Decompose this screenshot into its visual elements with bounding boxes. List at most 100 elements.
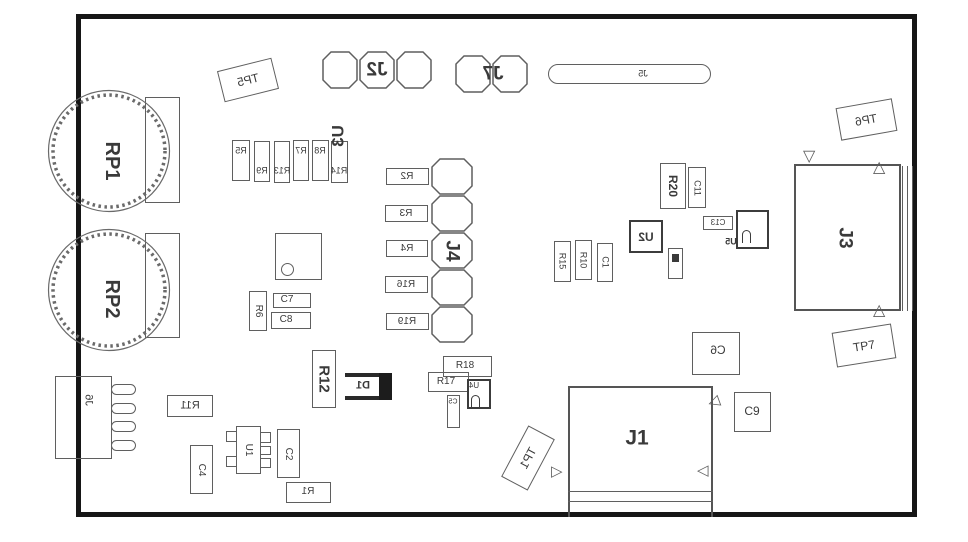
- label-c2: C2: [283, 447, 294, 461]
- component-c2: [277, 429, 300, 478]
- label-j2: J2: [366, 59, 388, 81]
- j6-pin: [111, 384, 136, 395]
- label-r14: R14: [330, 165, 348, 176]
- label-r4: R4: [400, 243, 414, 254]
- component-r5: [232, 140, 250, 181]
- component-c13: [703, 216, 733, 230]
- label-rp1: RP1: [101, 141, 123, 181]
- u5-case-mark-icon: [742, 230, 751, 243]
- label-u1: U1: [243, 443, 254, 457]
- component-c6: [692, 332, 740, 375]
- component-j2: [322, 51, 432, 89]
- label-tp7: TP7: [852, 337, 876, 355]
- component-r9: [254, 141, 270, 182]
- component-u4: [467, 379, 491, 409]
- u1-pin: [260, 458, 271, 468]
- component-r20: [660, 163, 686, 209]
- component-r12: [312, 350, 336, 408]
- component-r8: [312, 140, 329, 181]
- component-u5: [736, 210, 769, 249]
- j3-pin-triangle-icon: △: [873, 159, 886, 176]
- component-r6: [249, 291, 267, 331]
- j1-pin-triangle-icon: ◁: [697, 462, 709, 479]
- label-c13: C13: [710, 218, 726, 227]
- label-r10: R10: [578, 251, 589, 269]
- component-c1: [597, 243, 613, 282]
- component-rp2-body: [145, 233, 180, 338]
- label-j4: J4: [441, 240, 463, 262]
- u1-pin: [260, 432, 271, 443]
- pin1-dot-icon: [281, 263, 294, 276]
- label-r19: R19: [397, 316, 417, 327]
- label-c6: C6: [710, 343, 726, 357]
- component-r19: [386, 313, 429, 330]
- component-c9: [734, 392, 771, 432]
- component-j5: [548, 64, 711, 84]
- component-r16: [385, 276, 428, 293]
- component-r7: [293, 140, 309, 181]
- label-r7: R7: [295, 145, 307, 156]
- component-u2: [629, 220, 663, 253]
- component-r3: [385, 205, 428, 222]
- component-c5: [447, 395, 460, 428]
- component-r13: [274, 141, 290, 183]
- j1-shield-line: [568, 491, 713, 492]
- u1-pin: [226, 456, 237, 467]
- j3-pin-triangle-icon: △: [873, 302, 886, 319]
- component-r15: [554, 241, 571, 282]
- label-r3: R3: [399, 208, 413, 219]
- label-rp2: RP2: [101, 279, 123, 319]
- component-c8: [271, 312, 311, 329]
- component-ic-outline: [275, 233, 322, 280]
- label-tp6: TP6: [853, 111, 879, 129]
- board-outline: [76, 14, 917, 517]
- label-r5: R5: [235, 145, 247, 156]
- label-c8: C8: [279, 314, 293, 325]
- rp2-knurled-knob: [47, 228, 171, 352]
- u4-case-mark-icon: [471, 395, 480, 407]
- label-u2: U2: [638, 230, 654, 244]
- j6-pin: [111, 421, 136, 432]
- label-d1: D1: [355, 379, 371, 392]
- component-r10: [575, 240, 592, 280]
- label-j1: J1: [625, 426, 649, 450]
- j1-shield-line: [568, 501, 713, 502]
- label-r15: R15: [557, 252, 568, 270]
- label-r1: R1: [301, 486, 315, 497]
- label-c11: C11: [692, 180, 703, 196]
- component-r2: [386, 168, 429, 185]
- label-c4: C4: [196, 463, 207, 477]
- component-r4: [386, 240, 428, 257]
- u1-pin: [226, 431, 237, 442]
- label-r9: R9: [256, 165, 268, 176]
- j1-pin-triangle-icon: ▷: [551, 463, 563, 480]
- label-c5: C5: [448, 398, 458, 406]
- label-r20: R20: [666, 174, 680, 198]
- u1-pin: [260, 446, 271, 455]
- label-r12: R12: [315, 365, 333, 393]
- j3-pin-triangle-icon: ▽: [803, 148, 816, 165]
- label-j3: J3: [834, 227, 856, 249]
- component-c4: [190, 445, 213, 494]
- label-j5: J5: [638, 68, 648, 79]
- label-r8: R8: [314, 145, 326, 156]
- d1-cathode-band: [379, 373, 392, 400]
- rp1-knurled-knob: [47, 89, 171, 213]
- j3-shield-line: [902, 166, 903, 311]
- j6-pin: [111, 440, 136, 451]
- label-j7: J7: [482, 63, 504, 85]
- component-j1: [568, 386, 713, 517]
- component-c11: [688, 167, 706, 208]
- component-c7: [273, 293, 311, 308]
- component-j3: [794, 164, 901, 311]
- label-r13: R13: [273, 165, 291, 176]
- label-j6: J6: [82, 394, 95, 406]
- component-r11: [167, 395, 213, 417]
- label-u3: U3: [328, 125, 348, 147]
- label-r2: R2: [400, 171, 414, 182]
- label-r6: R6: [253, 304, 264, 318]
- j6-pin: [111, 403, 136, 414]
- component-r18: [443, 356, 492, 377]
- component-j6-body: [55, 376, 112, 459]
